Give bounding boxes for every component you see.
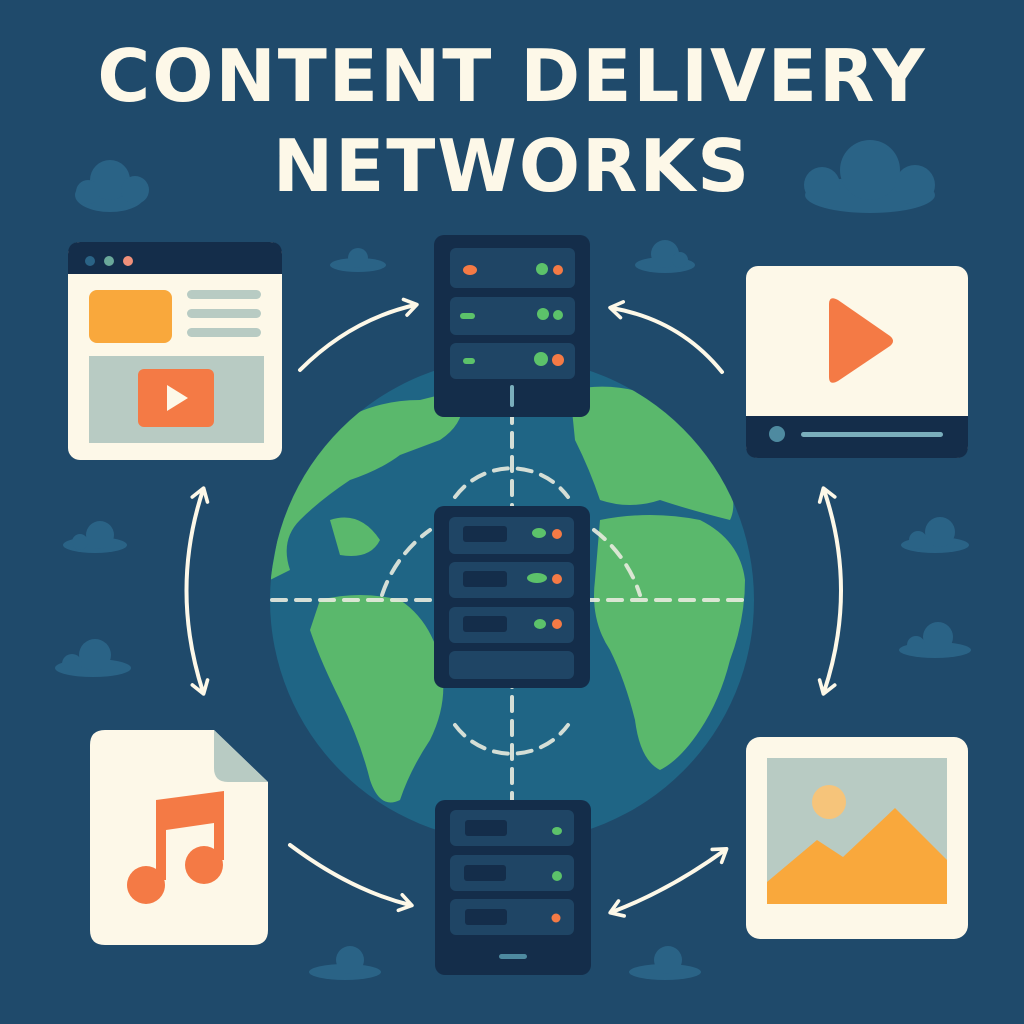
music-note-icon <box>127 791 224 904</box>
cloud-icon <box>899 622 971 658</box>
server-top <box>434 235 590 417</box>
video-player-icon <box>746 266 968 458</box>
cloud-icon <box>55 639 131 677</box>
cloud-icon <box>63 521 127 553</box>
cloud-icon <box>330 248 386 272</box>
sun-icon <box>812 785 846 819</box>
title-line-1: CONTENT DELIVERY <box>97 34 927 118</box>
title-line-2: NETWORKS <box>272 124 752 208</box>
play-icon <box>829 298 893 383</box>
cloud-icon <box>629 946 701 980</box>
webpage-icon <box>68 242 282 460</box>
connection-arrows <box>184 297 843 918</box>
cloud-icon <box>901 517 969 553</box>
arrow-icon <box>298 297 419 372</box>
arrow-icon <box>817 486 843 696</box>
arrow-icon <box>184 486 210 696</box>
clouds <box>55 140 971 980</box>
cloud-icon <box>804 140 935 213</box>
mountain-icon <box>767 808 947 904</box>
cloud-icon <box>75 160 149 212</box>
cloud-icon <box>309 946 381 980</box>
image-file-icon <box>746 737 968 939</box>
arrow-icon <box>608 300 724 374</box>
server-bottom <box>435 800 591 975</box>
cloud-icon <box>635 240 695 273</box>
arrow-icon <box>288 843 414 913</box>
audio-file-icon <box>90 730 268 945</box>
server-origin <box>434 506 590 688</box>
arrow-icon <box>608 847 729 918</box>
